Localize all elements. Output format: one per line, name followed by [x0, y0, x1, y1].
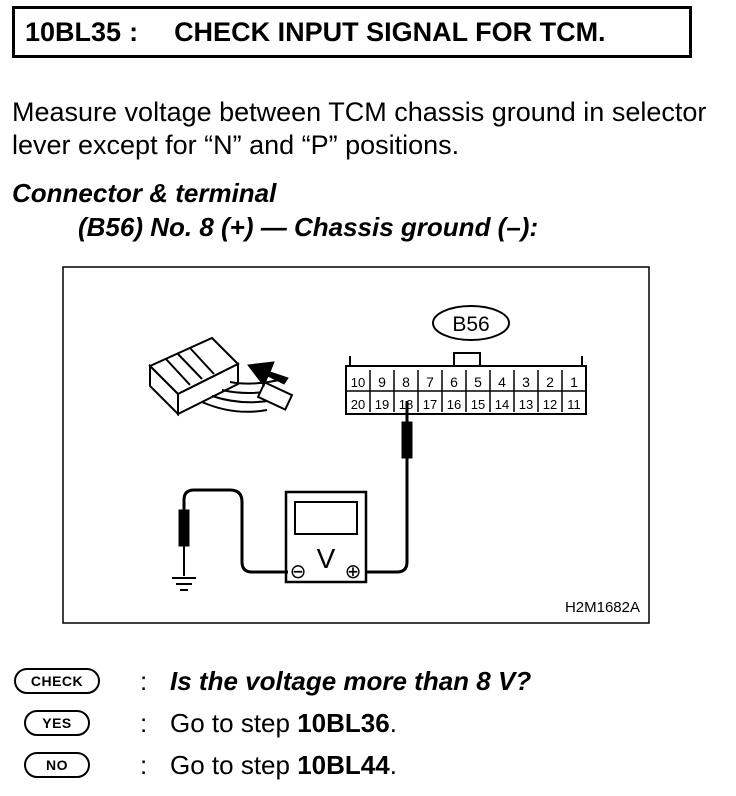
connector-id-oval [432, 305, 510, 341]
step-title-text: CHECK INPUT SIGNAL FOR TCM. [174, 16, 606, 47]
pin-label-6: 6 [450, 374, 458, 390]
voltmeter: V ⊖ ⊕ [284, 490, 368, 584]
pin-label-8: 8 [402, 374, 410, 390]
negative-terminal-icon: ⊖ [290, 559, 307, 583]
insertion-arrow-icon [247, 361, 289, 388]
pin-label-11: 11 [567, 397, 581, 412]
wiring-diagram: B56 1098765432120191817161514131211 V ⊖ … [62, 266, 650, 624]
pin-label-12: 12 [543, 397, 557, 412]
voltmeter-symbol: V [317, 543, 336, 574]
pin-label-17: 17 [423, 397, 437, 412]
yes-row: YES : Go to step 10BL36. [14, 702, 714, 744]
pin-label-5: 5 [474, 374, 482, 390]
check-row: CHECK : Is the voltage more than 8 V? [14, 660, 714, 702]
pin-label-14: 14 [495, 397, 509, 412]
no-suffix: . [389, 749, 397, 780]
pin-label-16: 16 [447, 397, 461, 412]
result-section: CHECK : Is the voltage more than 8 V? YE… [14, 660, 714, 786]
no-badge: NO [24, 752, 90, 778]
no-step-link: 10BL44 [297, 749, 390, 780]
yes-step-link: 10BL36 [297, 707, 390, 738]
pin-label-2: 2 [546, 374, 554, 390]
instruction-text: Measure voltage between TCM chassis grou… [12, 97, 707, 160]
no-colon: : [140, 749, 148, 780]
pin-label-7: 7 [426, 374, 434, 390]
harness-connector-illustration [148, 336, 294, 417]
pin-label-4: 4 [498, 374, 506, 390]
yes-badge: YES [24, 710, 90, 736]
positive-terminal-icon: ⊕ [345, 559, 362, 583]
no-row: NO : Go to step 10BL44. [14, 744, 714, 786]
yes-suffix: . [389, 707, 397, 738]
yes-colon: : [140, 707, 148, 738]
pin-label-15: 15 [471, 397, 485, 412]
no-answer: Go to step 10BL44. [170, 750, 397, 781]
check-colon: : [140, 665, 148, 696]
pin-label-9: 9 [378, 374, 386, 390]
pin-label-3: 3 [522, 374, 530, 390]
connector-face: 1098765432120191817161514131211 [345, 352, 587, 415]
pin-label-13: 13 [519, 397, 533, 412]
positive-probe [362, 401, 413, 574]
connector-label: Connector & terminal [12, 178, 277, 208]
no-prefix: Go to step [170, 749, 298, 780]
step-title-box: 10BL35 : CHECK INPUT SIGNAL FOR TCM. [12, 6, 692, 58]
check-badge: CHECK [14, 668, 100, 694]
pin-label-19: 19 [375, 397, 389, 412]
chassis-ground-icon [172, 577, 196, 591]
pin-label-1: 1 [570, 374, 578, 390]
step-code: 10BL35 [25, 16, 122, 47]
figure-code: H2M1682A [565, 599, 640, 616]
check-question: Is the voltage more than 8 V? [170, 665, 532, 696]
pin-label-10: 10 [351, 375, 365, 390]
step-title-colon: : [129, 16, 139, 47]
voltmeter-display [294, 501, 358, 535]
connector-terminal-spec: (B56) No. 8 (+) — Chassis ground (–): [78, 212, 539, 242]
figure-frame [62, 266, 650, 624]
negative-probe [178, 488, 288, 576]
yes-answer: Go to step 10BL36. [170, 708, 397, 739]
connector-id-label: B56 [452, 313, 489, 336]
yes-prefix: Go to step [170, 707, 298, 738]
pin-label-20: 20 [351, 397, 365, 412]
